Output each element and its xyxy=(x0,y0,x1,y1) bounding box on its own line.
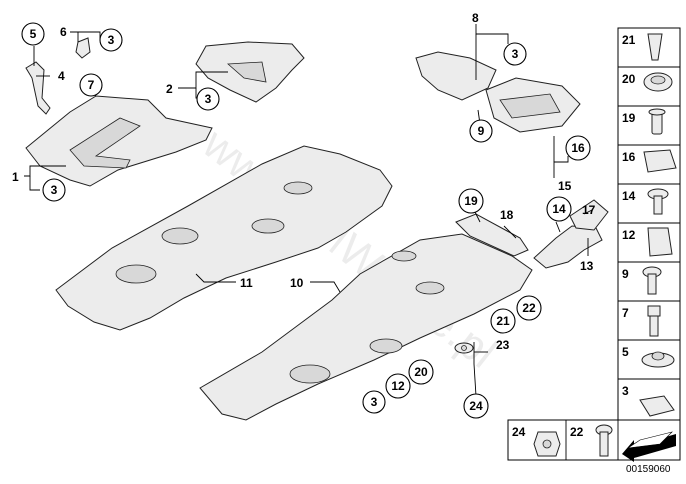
callout-23: 23 xyxy=(496,338,510,352)
svg-text:3: 3 xyxy=(371,395,378,409)
svg-text:3: 3 xyxy=(51,183,58,197)
svg-text:22: 22 xyxy=(522,301,536,315)
circled-callout-3: 3 xyxy=(99,28,123,52)
diagram-code: 00159060 xyxy=(626,464,671,475)
svg-text:19: 19 xyxy=(622,111,636,125)
legend-item-19: 19 xyxy=(622,108,666,135)
svg-text:20: 20 xyxy=(414,365,428,379)
legend-item-20: 20 xyxy=(622,72,673,92)
svg-text:12: 12 xyxy=(391,379,405,393)
callout-11: 11 xyxy=(240,276,253,290)
svg-text:21: 21 xyxy=(622,33,636,47)
svg-text:20: 20 xyxy=(622,72,636,86)
underbody-shield-part-10 xyxy=(199,233,533,421)
svg-text:19: 19 xyxy=(464,194,478,208)
legend-item-3: 3 xyxy=(622,384,675,417)
legend-item-5: 5 xyxy=(622,345,675,368)
legend-item-16: 16 xyxy=(622,149,677,173)
svg-text:9: 9 xyxy=(622,267,629,281)
bracket-part-17 xyxy=(569,199,609,231)
circled-callout-3: 3 xyxy=(362,390,386,414)
circled-callout-24: 24 xyxy=(463,393,489,419)
svg-text:3: 3 xyxy=(622,384,629,398)
shield-part-2 xyxy=(195,41,305,103)
svg-text:24: 24 xyxy=(512,425,526,439)
legend-item-24: 24 xyxy=(512,425,561,457)
circled-callout-14: 14 xyxy=(546,196,572,222)
svg-text:23: 23 xyxy=(496,338,510,352)
circled-callout-5: 5 xyxy=(21,22,45,46)
circled-callout-22: 22 xyxy=(516,295,542,321)
leader-lines xyxy=(24,24,593,397)
legend-item-14: 14 xyxy=(622,188,669,215)
legend-item-7: 7 xyxy=(622,305,661,337)
circled-callout-3: 3 xyxy=(42,178,66,202)
panel-part-15 xyxy=(485,77,581,133)
callout-18: 18 xyxy=(500,208,514,222)
svg-text:12: 12 xyxy=(622,228,636,242)
svg-text:14: 14 xyxy=(622,189,636,203)
circled-callout-3: 3 xyxy=(196,87,220,111)
callout-labels: 1 2 4 6 8 10 11 13 15 17 18 xyxy=(12,11,596,290)
bracket-part-4 xyxy=(25,61,51,115)
callout-17: 17 xyxy=(582,203,596,217)
circled-callout-20: 20 xyxy=(408,359,434,385)
circled-callout-3: 3 xyxy=(503,42,527,66)
svg-text:5: 5 xyxy=(30,27,37,41)
callout-10: 10 xyxy=(290,276,304,290)
svg-text:14: 14 xyxy=(552,202,566,216)
legend-item-21: 21 xyxy=(622,33,663,61)
orientation-arrow-icon xyxy=(622,431,676,462)
svg-text:3: 3 xyxy=(512,47,519,61)
callout-2: 2 xyxy=(166,82,173,96)
svg-text:22: 22 xyxy=(570,425,584,439)
svg-text:9: 9 xyxy=(478,124,485,138)
fastener-legend: 21 20 19 16 14 12 9 xyxy=(507,27,681,462)
svg-text:21: 21 xyxy=(496,314,510,328)
svg-text:3: 3 xyxy=(108,33,115,47)
fastener-part-23 xyxy=(454,342,474,354)
front-shield-part-1 xyxy=(25,95,213,187)
legend-item-9: 9 xyxy=(622,266,662,295)
circled-callout-21: 21 xyxy=(490,308,516,334)
circled-callout-12: 12 xyxy=(385,373,411,399)
callout-13: 13 xyxy=(580,259,594,273)
circled-callout-9: 9 xyxy=(469,119,493,143)
underbody-shield-part-11 xyxy=(55,145,393,331)
svg-text:5: 5 xyxy=(622,345,629,359)
callout-8: 8 xyxy=(472,11,479,25)
duct-part-8 xyxy=(415,51,497,101)
circled-callout-16: 16 xyxy=(565,135,591,161)
callout-6: 6 xyxy=(60,25,67,39)
svg-text:3: 3 xyxy=(205,92,212,106)
circled-callout-7: 7 xyxy=(79,73,103,97)
svg-text:7: 7 xyxy=(622,306,629,320)
legend-item-12: 12 xyxy=(622,227,673,257)
legend-item-22: 22 xyxy=(570,424,613,457)
callout-1: 1 xyxy=(12,170,19,184)
clip-part-6 xyxy=(75,37,91,59)
svg-text:16: 16 xyxy=(571,141,585,155)
svg-text:7: 7 xyxy=(88,78,95,92)
svg-text:24: 24 xyxy=(469,399,483,413)
bracket-part-13 xyxy=(533,225,603,269)
circled-callouts: 5 3 7 3 3 3 9 16 19 14 22 21 23 20 12 3 … xyxy=(21,22,591,419)
svg-text:16: 16 xyxy=(622,150,636,164)
circled-callout-19: 19 xyxy=(458,188,484,214)
callout-4: 4 xyxy=(58,69,65,83)
callout-15: 15 xyxy=(558,179,572,193)
